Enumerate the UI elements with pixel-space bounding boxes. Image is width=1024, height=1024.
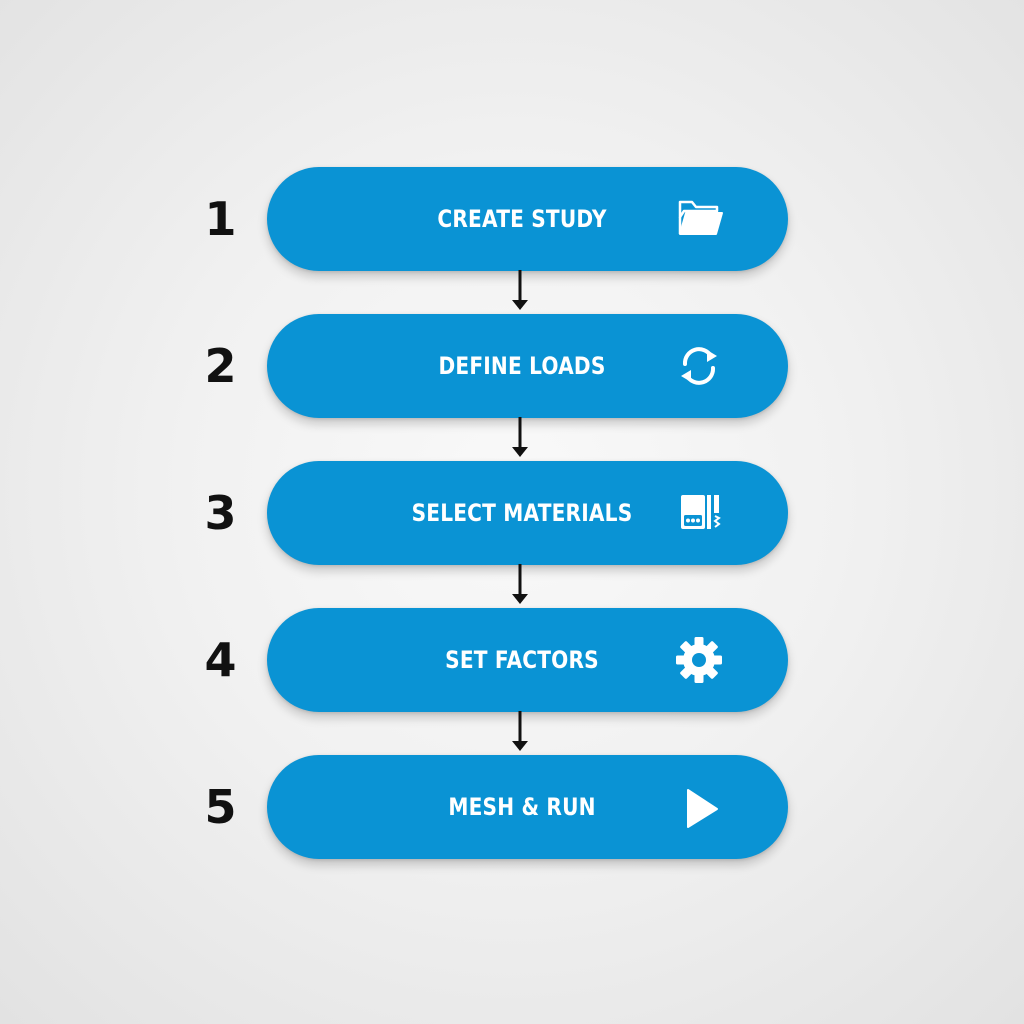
- step-label: CREATE STUDY: [437, 205, 607, 233]
- play-icon: [671, 779, 727, 835]
- step-button-set-factors[interactable]: SET FACTORS: [267, 608, 788, 712]
- gear-icon: [671, 632, 727, 688]
- step-2: 2 DEFINE LOADS: [0, 314, 1024, 418]
- step-label: SET FACTORS: [445, 646, 599, 674]
- step-1: 1 CREATE STUDY: [0, 167, 1024, 271]
- flow-arrow: [508, 417, 532, 461]
- step-label: MESH & RUN: [448, 793, 596, 821]
- step-3: 3 SELECT MATERIALS: [0, 461, 1024, 565]
- step-label: DEFINE LOADS: [438, 352, 606, 380]
- step-number: 2: [204, 339, 236, 393]
- flow-arrow: [508, 564, 532, 608]
- step-number: 5: [204, 780, 236, 834]
- step-4: 4 SET FACTORS: [0, 608, 1024, 712]
- folder-icon: [671, 191, 727, 247]
- step-number: 4: [204, 633, 236, 687]
- step-number: 1: [204, 192, 236, 246]
- step-button-create-study[interactable]: CREATE STUDY: [267, 167, 788, 271]
- step-button-define-loads[interactable]: DEFINE LOADS: [267, 314, 788, 418]
- refresh-icon: [671, 338, 727, 394]
- step-button-select-materials[interactable]: SELECT MATERIALS: [267, 461, 788, 565]
- materials-icon: [671, 485, 727, 541]
- step-button-mesh-and-run[interactable]: MESH & RUN: [267, 755, 788, 859]
- step-number: 3: [204, 486, 236, 540]
- flow-arrow: [508, 270, 532, 314]
- flow-arrow: [508, 711, 532, 755]
- step-label: SELECT MATERIALS: [411, 499, 633, 527]
- step-5: 5 MESH & RUN: [0, 755, 1024, 859]
